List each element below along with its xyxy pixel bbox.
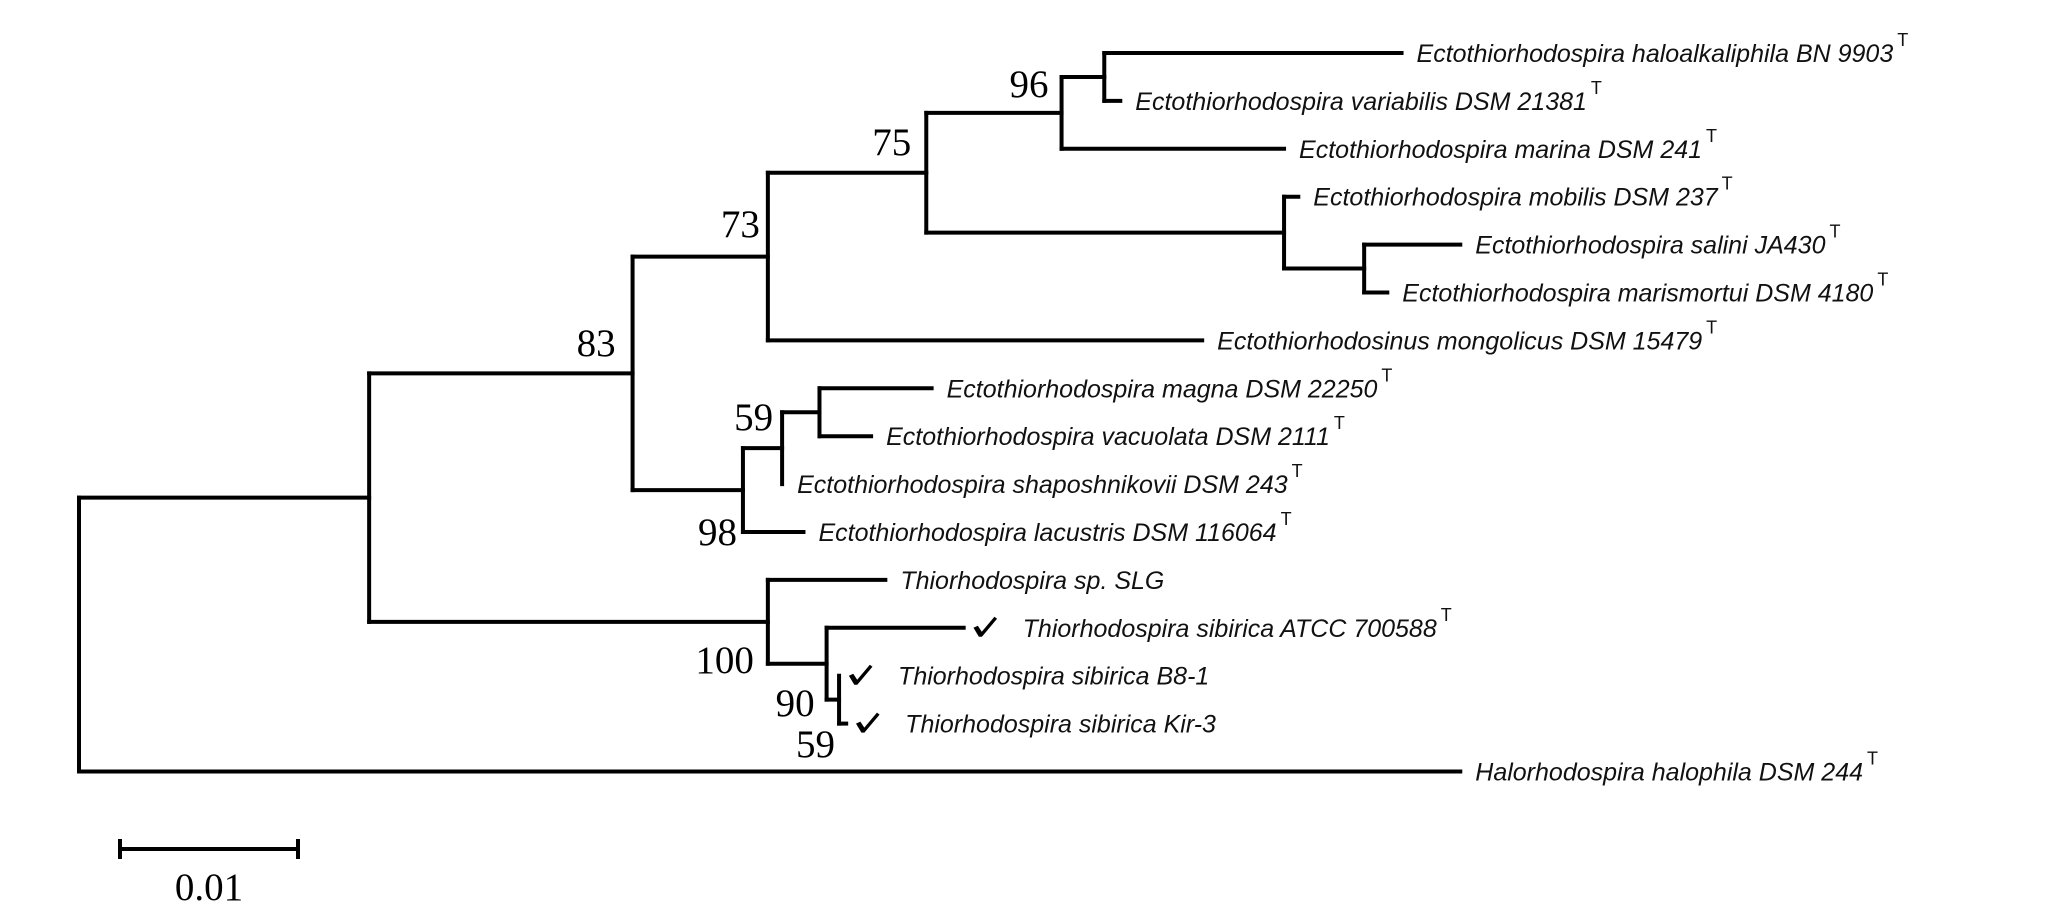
type-strain-mark: T: [1897, 30, 1908, 50]
taxon-label-shaposhnikovii: Ectothiorhodospira shaposhnikovii DSM 24…: [797, 461, 1303, 499]
checkmark-icon: [856, 712, 880, 733]
bootstrap-n96: 96: [1010, 63, 1049, 106]
taxon-label-haloalkaliphila: Ectothiorhodospira haloalkaliphila BN 99…: [1417, 30, 1909, 68]
bootstrap-n59a: 59: [734, 396, 773, 439]
type-strain-mark: T: [1591, 78, 1602, 98]
type-strain-mark: T: [1281, 509, 1292, 529]
type-strain-mark: T: [1877, 270, 1888, 290]
type-strain-mark: T: [1706, 126, 1717, 146]
type-strain-mark: T: [1441, 605, 1452, 625]
type-strain-mark: T: [1722, 174, 1733, 194]
bootstrap-n83: 83: [577, 322, 616, 365]
taxon-label-sibirica_b81: Thiorhodospira sibirica B8-1: [898, 663, 1209, 691]
type-strain-mark: T: [1867, 749, 1878, 769]
bootstrap-n98: 98: [698, 511, 737, 554]
type-strain-mark: T: [1334, 413, 1345, 433]
bootstrap-n59b: 59: [796, 723, 835, 766]
scale-bar-label: 0.01: [175, 866, 243, 909]
type-strain-mark: T: [1381, 365, 1392, 385]
bootstrap-n75: 75: [872, 121, 911, 164]
taxon-label-sibirica_kir3: Thiorhodospira sibirica Kir-3: [905, 711, 1216, 739]
type-strain-mark: T: [1706, 317, 1717, 337]
bootstrap-n73: 73: [721, 203, 760, 246]
taxon-label-slg: Thiorhodospira sp. SLG: [900, 567, 1164, 595]
checkmark-icon: [973, 616, 998, 637]
tree-branches: [77, 51, 1463, 774]
bootstrap-n90: 90: [776, 682, 815, 725]
type-strain-mark: T: [1829, 222, 1840, 242]
taxon-labels: Ectothiorhodospira haloalkaliphila BN 99…: [797, 30, 1908, 787]
type-strain-mark: T: [1292, 461, 1303, 481]
scale-bar: 0.01: [118, 839, 300, 909]
checkmark-icon: [848, 664, 873, 685]
bootstrap-n100: 100: [695, 639, 754, 682]
